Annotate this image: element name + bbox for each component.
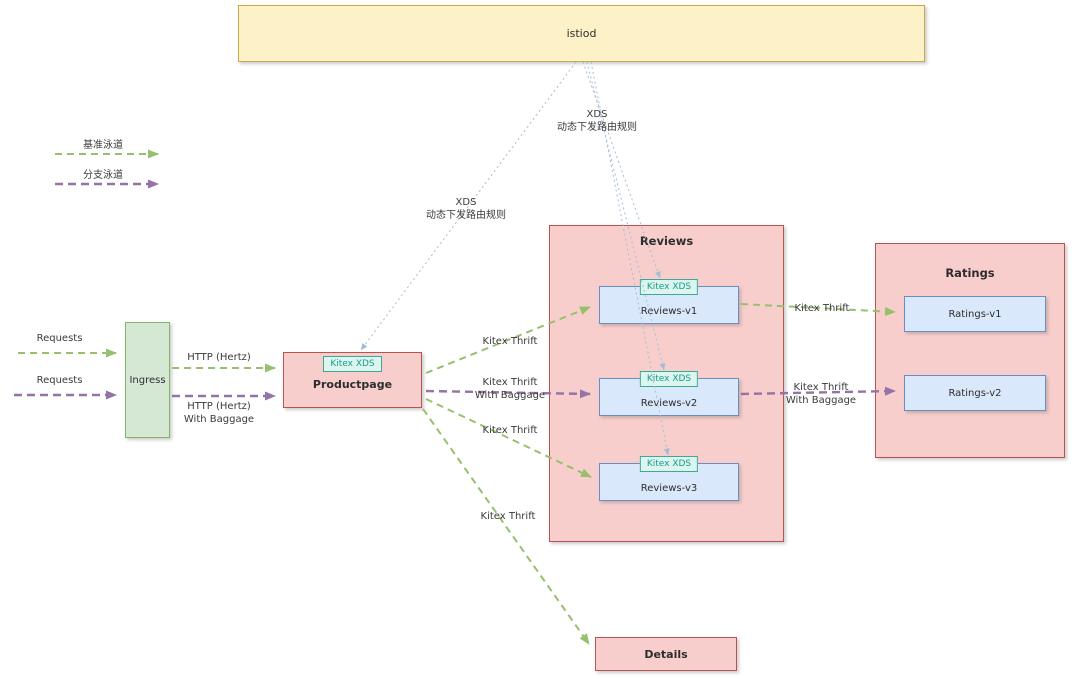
- productpage-kitex-xds-badge: Kitex XDS: [323, 356, 382, 373]
- node-ingress: Ingress: [125, 322, 170, 438]
- node-ratings-v1: Ratings-v1: [904, 296, 1046, 332]
- node-details: Details: [595, 637, 737, 671]
- node-reviews-v2: Kitex XDS Reviews-v2: [599, 371, 739, 416]
- productpage-label: Productpage: [312, 378, 393, 392]
- kitex-thrift-baggage-ratings-v2-label: Kitex Thrift With Baggage: [785, 382, 857, 406]
- ingress-label: Ingress: [129, 374, 166, 386]
- ratings-v2-label: Ratings-v2: [948, 387, 1002, 399]
- kitex-thrift-ratings-v1-label: Kitex Thrift: [794, 303, 850, 314]
- xds-push-reviews-label: XDS 动态下发路由规则: [557, 109, 637, 133]
- kitex-thrift-v3-label: Kitex Thrift: [482, 425, 538, 436]
- reviews-v2-kitex-xds-badge: Kitex XDS: [639, 371, 699, 388]
- requests-branch-label: Requests: [36, 375, 83, 386]
- group-ratings: Ratings Ratings-v1 Ratings-v2: [875, 243, 1065, 458]
- http-hertz-label: HTTP (Hertz): [187, 352, 251, 363]
- reviews-v3-kitex-xds-badge: Kitex XDS: [639, 456, 699, 473]
- group-reviews: Reviews Kitex XDS Reviews-v1 Kitex XDS R…: [549, 225, 784, 542]
- node-reviews-v3: Kitex XDS Reviews-v3: [599, 456, 739, 501]
- node-istiod: istiod: [238, 5, 925, 62]
- reviews-v1-label: Reviews-v1: [640, 306, 698, 317]
- node-ratings-v2: Ratings-v2: [904, 375, 1046, 411]
- reviews-v2-label: Reviews-v2: [640, 398, 698, 409]
- kitex-thrift-baggage-v2-label: Kitex Thrift With Baggage: [474, 377, 546, 401]
- kitex-thrift-details-label: Kitex Thrift: [480, 511, 536, 522]
- details-label: Details: [644, 647, 688, 661]
- reviews-v3-label: Reviews-v3: [640, 483, 698, 494]
- ratings-v1-label: Ratings-v1: [948, 308, 1002, 320]
- reviews-v1-kitex-xds-badge: Kitex XDS: [639, 279, 699, 296]
- ratings-title: Ratings: [945, 266, 995, 280]
- http-hertz-baggage-label: HTTP (Hertz) With Baggage: [183, 401, 255, 425]
- kitex-thrift-v1-label: Kitex Thrift: [482, 336, 538, 347]
- legend-branch-label: 分支泳道: [83, 170, 123, 181]
- istiod-label: istiod: [566, 27, 597, 40]
- reviews-title: Reviews: [639, 234, 694, 248]
- requests-baseline-label: Requests: [36, 333, 83, 344]
- node-reviews-v1: Kitex XDS Reviews-v1: [599, 279, 739, 324]
- legend-baseline-label: 基准泳道: [83, 140, 123, 151]
- node-productpage: Kitex XDS Productpage: [283, 352, 422, 408]
- xds-push-productpage-label: XDS 动态下发路由规则: [426, 197, 506, 221]
